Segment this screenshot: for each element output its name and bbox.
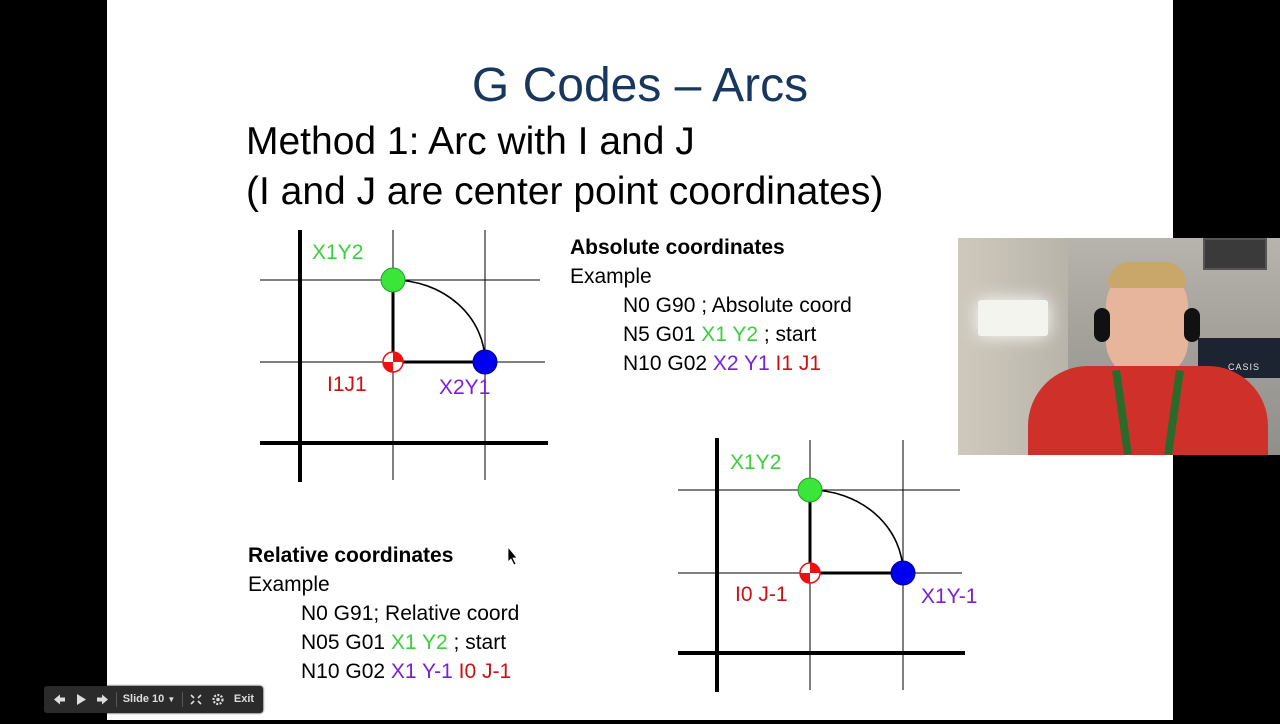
arc-path xyxy=(809,489,904,574)
slide-selector-dropdown[interactable]: Slide 10 ▼ xyxy=(120,686,178,713)
toolbar-divider xyxy=(116,692,117,707)
webcam-hair xyxy=(1108,262,1186,288)
webcam-sign-text: CASIS xyxy=(1228,362,1261,372)
slide-subtitle-line2: (I and J are center point coordinates) xyxy=(246,170,884,213)
absolute-code-line2: N5 G01 X1 Y2 ; start xyxy=(623,323,817,346)
top-center-label: I1J1 xyxy=(327,373,367,396)
fullscreen-button[interactable] xyxy=(186,686,206,713)
settings-button[interactable] xyxy=(208,686,228,713)
top-start-label: X1Y2 xyxy=(312,241,364,264)
webcam-ceiling-light xyxy=(978,300,1048,336)
bottom-center-label: I0 J-1 xyxy=(735,583,788,606)
webcam-wall-frame xyxy=(1203,238,1267,270)
bottom-end-label: X1Y-1 xyxy=(921,585,978,608)
next-slide-button[interactable] xyxy=(94,686,112,713)
absolute-example-label: Example xyxy=(570,265,652,288)
previous-slide-button[interactable] xyxy=(50,686,68,713)
arrow-right-icon xyxy=(97,694,108,705)
slide-title: G Codes – Arcs xyxy=(471,59,809,112)
bottom-start-label: X1Y2 xyxy=(730,451,782,474)
relative-code-line3: N10 G02 X1 Y-1 I0 J-1 xyxy=(301,660,512,683)
webcam-sign: CASIS xyxy=(1198,338,1280,378)
webcam-overlay: CASIS xyxy=(958,238,1280,455)
play-button[interactable] xyxy=(72,686,90,713)
headphone-left-icon xyxy=(1094,308,1110,342)
relative-example-label: Example xyxy=(248,573,330,596)
fullscreen-icon xyxy=(190,694,202,705)
relative-code-line1: N0 G91; Relative coord xyxy=(301,602,520,625)
arrow-left-icon xyxy=(54,694,65,705)
slide-selector-label: Slide 10 xyxy=(122,693,165,705)
start-point-marker xyxy=(797,477,823,503)
end-point-marker xyxy=(472,349,498,375)
absolute-heading: Absolute coordinates xyxy=(570,236,785,259)
play-icon xyxy=(77,694,86,705)
absolute-code-line1: N0 G90 ; Absolute coord xyxy=(623,294,852,317)
arc-path xyxy=(392,279,486,363)
center-point-marker xyxy=(799,562,821,584)
webcam-shirt xyxy=(1028,366,1268,455)
start-point-marker xyxy=(380,267,406,293)
exit-button[interactable]: Exit xyxy=(233,693,255,705)
slide-subtitle-line1: Method 1: Arc with I and J xyxy=(246,120,695,163)
toolbar-divider xyxy=(182,692,183,707)
top-end-label: X2Y1 xyxy=(439,376,491,399)
presentation-toolbar: Slide 10 ▼ Exit xyxy=(44,686,263,713)
headphone-right-icon xyxy=(1184,308,1200,342)
center-point-marker xyxy=(382,351,404,373)
absolute-code-line3: N10 G02 X2 Y1 I1 J1 xyxy=(623,352,822,375)
relative-code-line2: N05 G01 X1 Y2 ; start xyxy=(301,631,507,654)
chevron-down-icon: ▼ xyxy=(167,695,176,704)
end-point-marker xyxy=(890,560,916,586)
relative-heading: Relative coordinates xyxy=(248,544,454,567)
gear-icon xyxy=(212,693,224,706)
